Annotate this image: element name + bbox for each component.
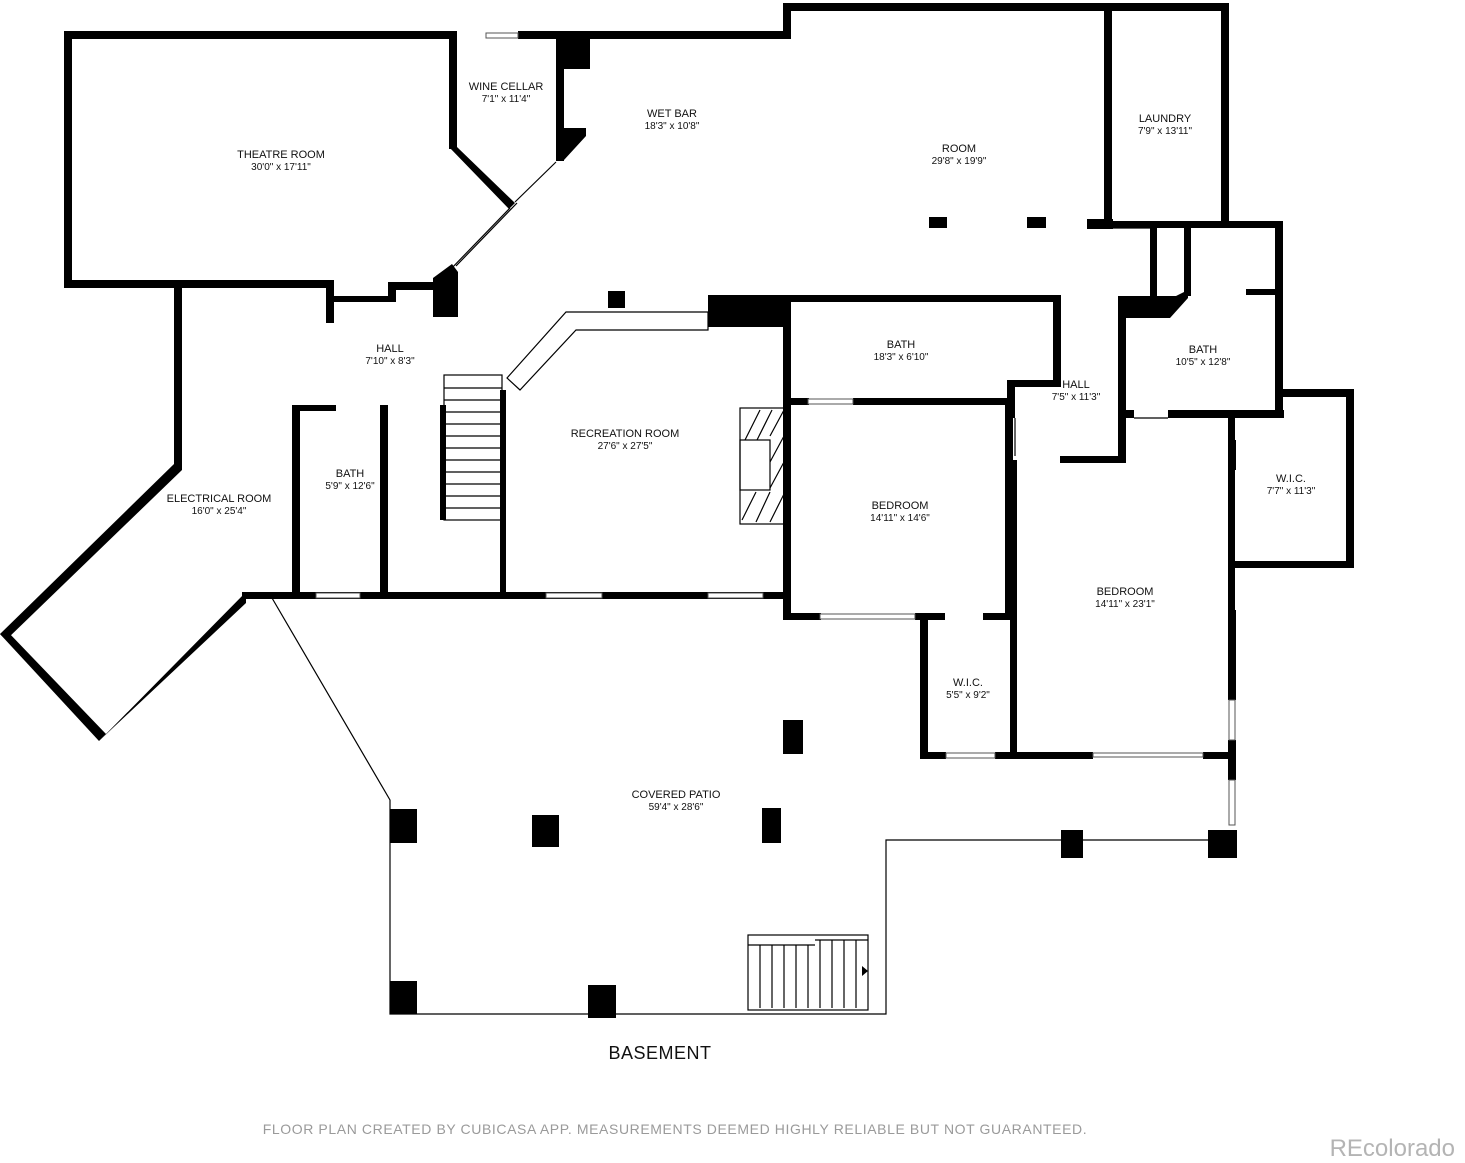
laundry-name: LAUNDRY <box>1139 113 1192 125</box>
wine-cellar-name: WINE CELLAR <box>469 81 544 93</box>
bath-2-name: BATH <box>1189 344 1218 356</box>
bedroom-1-name: BEDROOM <box>872 500 929 512</box>
recreation-room-name: RECREATION ROOM <box>571 428 680 440</box>
hall-1-dims: 7'10" x 8'3" <box>365 356 415 367</box>
theatre-room-dims: 30'0" x 17'11" <box>251 162 311 173</box>
bedroom-2-dims: 14'11" x 23'1" <box>1095 599 1155 610</box>
recreation-room-dims: 27'6" x 27'5" <box>598 441 653 452</box>
room-labels: THEATRE ROOM 30'0" x 17'11" WINE CELLAR … <box>167 81 1316 813</box>
bedroom-1-dims: 14'11" x 14'6" <box>870 513 930 524</box>
room-dims: 29'8" x 19'9" <box>932 156 987 167</box>
hall-2-name: HALL <box>1062 379 1090 391</box>
covered-patio-name: COVERED PATIO <box>632 789 721 801</box>
room-name: ROOM <box>942 143 976 155</box>
thin-lines <box>271 32 1236 1015</box>
covered-patio-dims: 59'4" x 28'6" <box>649 802 704 813</box>
floor-label: BASEMENT <box>608 1043 712 1063</box>
bath-1-name: BATH <box>887 339 916 351</box>
wic-2-dims: 5'5" x 9'2" <box>946 690 990 701</box>
electrical-room-name: ELECTRICAL ROOM <box>167 493 272 505</box>
bath-3-name: BATH <box>336 468 365 480</box>
disclaimer-text: FLOOR PLAN CREATED BY CUBICASA APP. MEAS… <box>262 1121 1088 1137</box>
hall-1-name: HALL <box>376 343 404 355</box>
wic-1-dims: 7'7" x 11'3" <box>1267 486 1316 497</box>
theatre-room-name: THEATRE ROOM <box>237 149 325 161</box>
bedroom-2-name: BEDROOM <box>1097 586 1154 598</box>
bath-3-dims: 5'9" x 12'6" <box>325 481 375 492</box>
wic-2-name: W.I.C. <box>953 677 983 689</box>
bath-1-dims: 18'3" x 6'10" <box>874 352 929 363</box>
bath-2-dims: 10'5" x 12'8" <box>1176 357 1231 368</box>
brand-watermark: REcolorado <box>1329 1135 1455 1162</box>
walls <box>0 3 1354 1018</box>
laundry-dims: 7'9" x 13'11" <box>1138 126 1193 137</box>
electrical-room-dims: 16'0" x 25'4" <box>192 506 247 517</box>
wet-bar-name: WET BAR <box>647 108 697 120</box>
wic-1-name: W.I.C. <box>1276 473 1306 485</box>
wine-cellar-dims: 7'1" x 11'4" <box>482 94 531 105</box>
hall-2-dims: 7'5" x 11'3" <box>1052 392 1101 403</box>
wet-bar-dims: 18'3" x 10'8" <box>645 121 700 132</box>
